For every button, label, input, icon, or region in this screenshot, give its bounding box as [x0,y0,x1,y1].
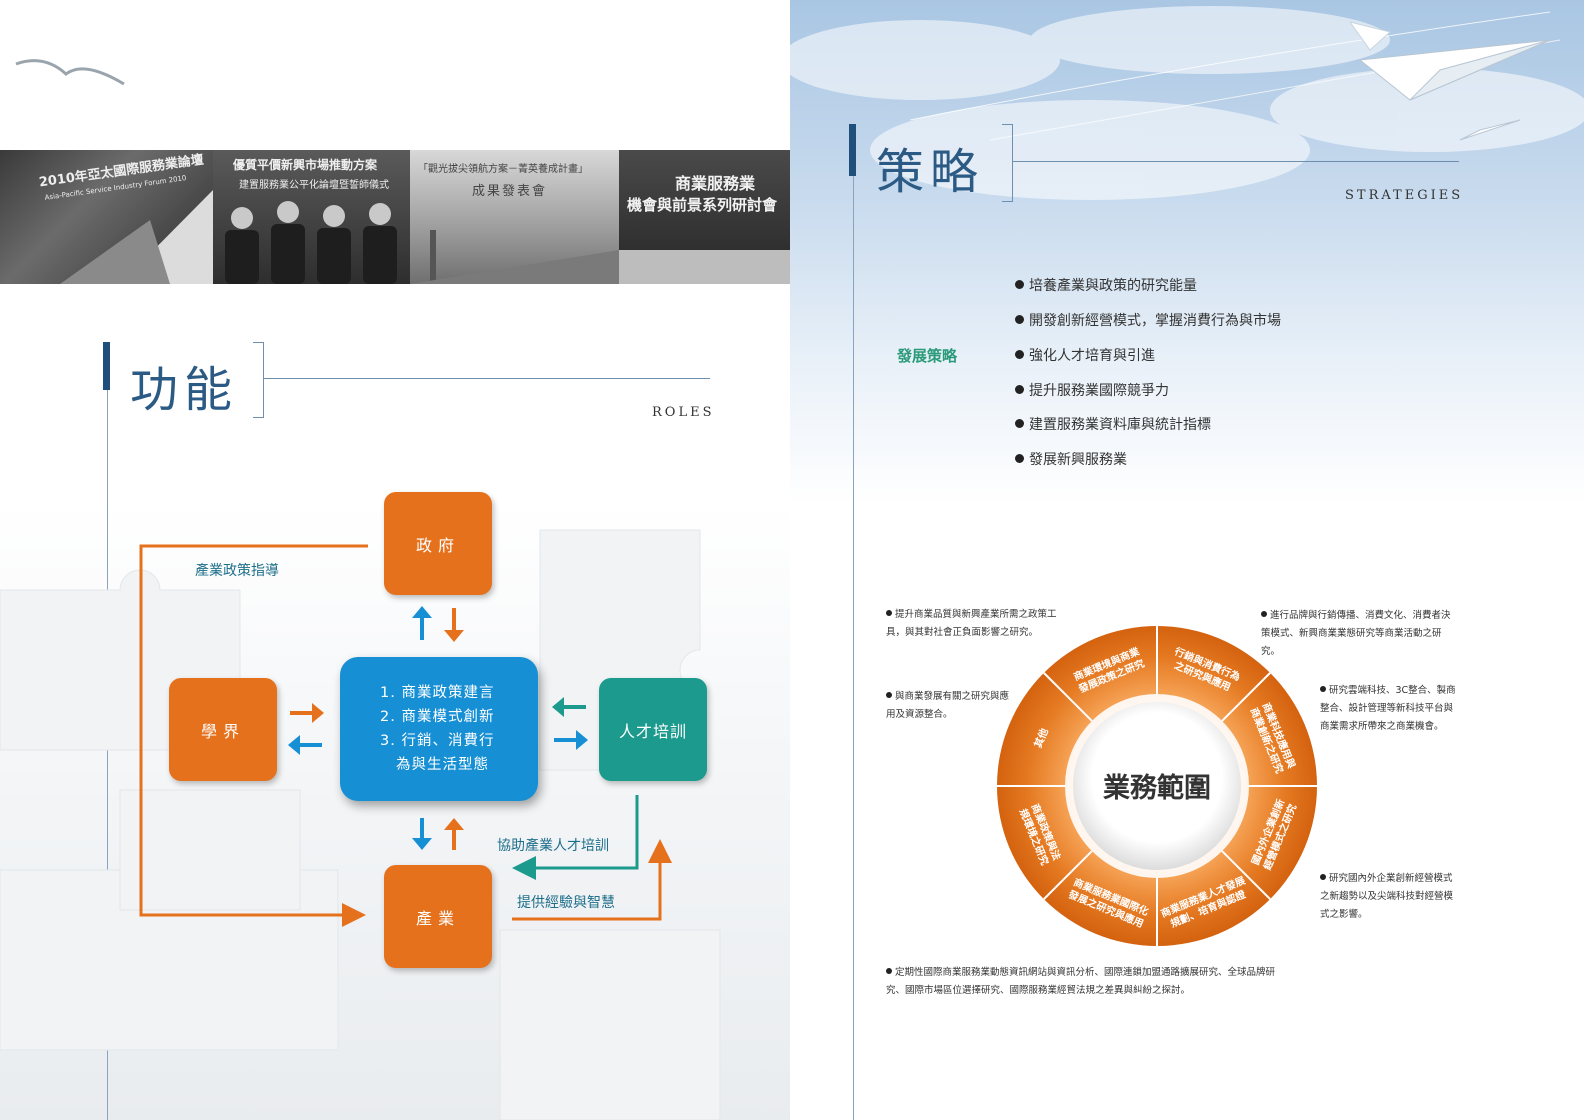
center-item: 1. 商業政策建言 [380,685,495,701]
photo-caption: 商業服務業 [675,174,756,193]
strategy-item: 開發創新經營模式，掌握消費行為與市場 [1015,310,1281,330]
ring-divider [1221,672,1271,722]
strategy-item: 強化人才培育與引進 [1015,345,1155,365]
photo-caption: 優質平價新興市場推動方案 [233,158,378,172]
dev-strategy-label: 發展策略 [897,347,958,365]
ring-divider [1043,672,1093,722]
margin-line [107,390,108,1120]
scope-note: 與商業發展有關之研究與應用及資源整合。 [886,691,1010,720]
scope-note: 定期性國際商業服務業動態資訊網站與資訊分析、國際連鎖加盟通路擴展研究、全球品牌研… [886,967,1276,996]
ring-divider [1043,850,1093,900]
center-item: 3. 行銷、消費行 [380,733,495,749]
photo-caption: 「觀光拔尖領航方案－菁英養成計畫」 [418,164,588,175]
provide-label: 提供經驗與智慧 [517,895,615,911]
government-box: 政府 [384,492,492,595]
title-bracket [1002,124,1013,202]
academia-box: 學界 [169,678,277,781]
photo-caption: 建置服務業公平化論壇暨誓師儀式 [239,180,389,191]
diagram-connectors [139,544,672,927]
title-rule [264,378,710,379]
ring-divider [1221,850,1271,900]
photo-seminar: 商業服務業 機會與前景系列研討會 [619,150,790,284]
assist-label: 協助產業人才培訓 [497,838,609,854]
business-scope-ring: 行銷與消費行為之研究與應用商業科技應用與商業創新之研究國內外企業創新經營模式之研… [997,626,1317,946]
ring-center [1073,702,1241,870]
center-box: 1. 商業政策建言 2. 商業模式創新 3. 行銷、消費行 為與生活型態 [340,657,538,801]
industry-box: 產業 [384,865,492,968]
strategy-item: 建置服務業資料庫與統計指標 [1015,414,1211,434]
strategy-item: 發展新興服務業 [1015,449,1127,469]
section-subtitle: ROLES [652,405,715,420]
title-bracket [253,342,264,418]
section-subtitle: STRATEGIES [1345,188,1464,203]
photo-ceremony: 優質平價新興市場推動方案 建置服務業公平化論壇暨誓師儀式 [213,150,410,284]
scope-note: 研究國內外企業創新經營模式之新趨勢以及尖端科技對經營模式之影響。 [1320,873,1454,920]
talent-box: 人才培訓 [599,678,707,781]
puzzle-background [0,529,721,1120]
scope-note: 研究雲端科技、3C整合、製商整合、設計管理等新科技平台與商業需求所帶來之商業機會… [1320,685,1456,732]
scope-center-label: 業務範圍 [1103,772,1211,804]
center-item: 2. 商業模式創新 [380,709,495,725]
right-page: 策略 STRATEGIES 發展策略 [790,0,1584,1120]
cloud-background [790,6,1584,200]
left-page: 2010年亞太國際服務業論壇 Asia-Pacific Service Indu… [0,0,790,1120]
seagull-icon [15,59,125,86]
section-title: 功能 [130,362,239,418]
section-title: 策略 [876,144,985,200]
scope-note: 提升商業品質與新興產業所需之政策工具，與其對社會正負面影響之研究。 [886,609,1057,638]
flow-arrows [288,606,588,850]
policy-label: 產業政策指導 [195,563,279,579]
strategy-item: 提升服務業國際競爭力 [1015,380,1169,400]
paper-plane-icon [1350,21,1551,141]
center-item: 為與生活型態 [396,757,489,773]
title-rule [1013,161,1459,162]
photo-caption: 機會與前景系列研討會 [627,196,778,214]
strategy-item: 培養產業與政策的研究能量 [1015,275,1197,295]
title-accent-bar [849,124,856,176]
people-figures [225,201,397,284]
photo-presentation: 「觀光拔尖領航方案－菁英養成計畫」 成果發表會 [410,150,619,284]
photo-forum: 2010年亞太國際服務業論壇 Asia-Pacific Service Indu… [0,150,213,284]
scope-note: 進行品牌與行銷傳播、消費文化、消費者決策模式、新興商業業態研究等商業活動之研究。 [1261,610,1451,657]
photo-caption: 成果發表會 [472,184,548,199]
margin-line [853,175,854,1120]
title-accent-bar [103,342,110,390]
